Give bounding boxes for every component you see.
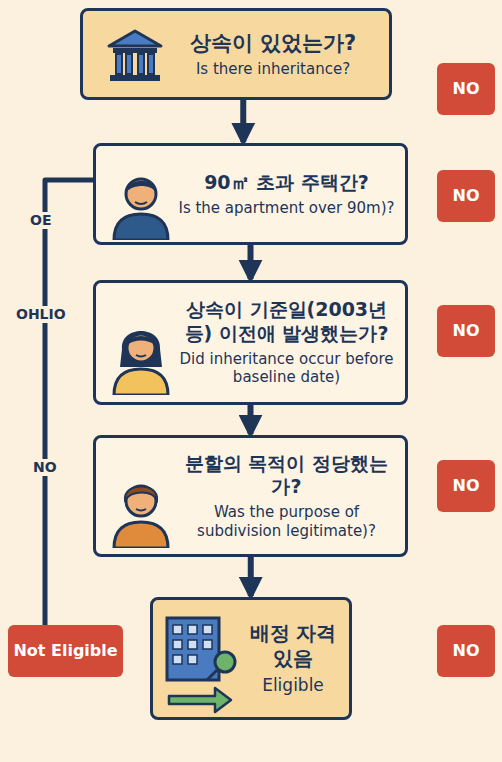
answer-box: NO (437, 305, 495, 357)
node-heading: NO (453, 641, 480, 661)
node-heading: 상속이 기준일(2003년 등) 이전애 발생했는가? (178, 298, 395, 346)
decision-box: 상속이 있었는가? Is there inheritance? (80, 8, 392, 100)
node-subtext: Eligible (262, 675, 324, 696)
node-subtext: Did inheritance occur before baseline da… (178, 350, 395, 388)
node-heading: 배정 자격 있음 (245, 621, 341, 671)
node-heading: Not Eligible (13, 641, 117, 661)
line-label: OE (28, 212, 53, 229)
decision-box: 90㎡ 초과 주택간? Is the apartment over 90m)? (93, 143, 408, 245)
node-heading: NO (453, 321, 480, 341)
no-branch-line (45, 180, 93, 625)
flow-arrow (248, 557, 254, 596)
flow-arrow (248, 245, 254, 279)
node-subtext: Is there inheritance? (196, 60, 350, 79)
node-heading: 90㎡ 초과 주택간? (204, 171, 369, 195)
answer-box: NO (437, 170, 495, 222)
answer-box: NO (437, 460, 495, 512)
person-icon (108, 472, 174, 548)
line-label: OHLIO (14, 306, 68, 323)
node-heading: NO (453, 476, 480, 496)
answer-box: Not Eligible (8, 625, 123, 677)
decision-box: 분할의 목적이 정당했는가?Was the purpose of subdivi… (93, 435, 408, 557)
node-heading: NO (453, 79, 480, 99)
person-icon (108, 319, 174, 395)
line-label: NO (31, 459, 59, 476)
flow-arrow (240, 100, 246, 142)
node-subtext: Is the apartment over 90m)? (178, 199, 394, 218)
decision-box: 상속이 기준일(2003년 등) 이전애 발생했는가? Did inheritan… (93, 280, 408, 405)
answer-box: NO (437, 63, 495, 115)
node-heading: 상속이 있었는가? (190, 30, 357, 56)
building-icon (159, 610, 243, 714)
node-heading: 분할의 목적이 정당했는가? (178, 452, 395, 500)
person-icon (108, 168, 174, 240)
result-box: 배정 자격 있음 Eligible (150, 597, 352, 720)
answer-box: NO (437, 625, 495, 677)
node-heading: NO (453, 186, 480, 206)
flow-arrow (248, 405, 254, 434)
bank-icon (105, 26, 165, 86)
node-subtext: Was the purpose of subdivision legitimat… (178, 503, 395, 541)
